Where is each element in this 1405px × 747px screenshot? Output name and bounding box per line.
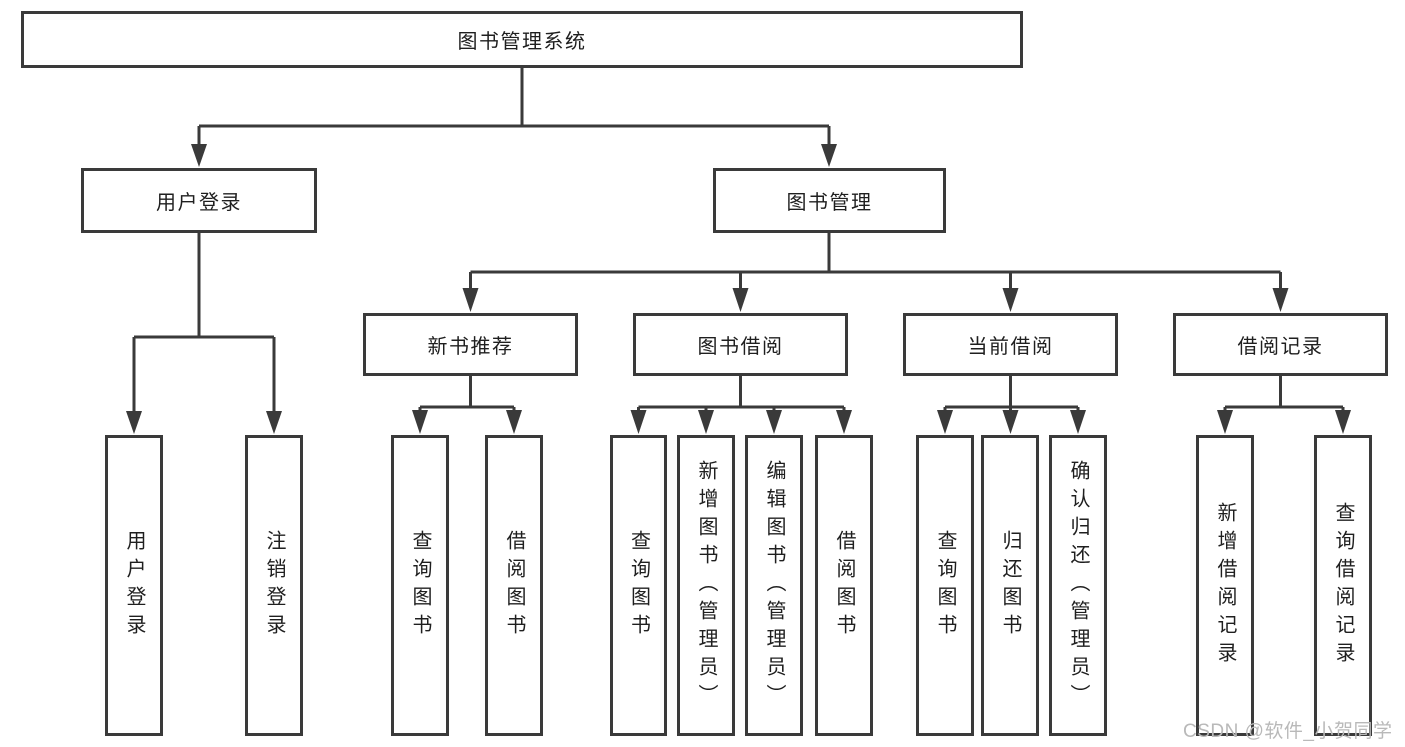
- leaf-user-login: 用户登录: [105, 435, 163, 736]
- leaf-return-books: 归还图书: [981, 435, 1039, 736]
- connector-borrow-records-to-leaves: [1217, 376, 1351, 434]
- connector-book-management-to-level3: [462, 233, 1289, 312]
- leaf-logout-label: 注销登录: [263, 529, 285, 642]
- node-current-borrow-label: 当前借阅: [967, 336, 1054, 358]
- arrowhead: [732, 288, 749, 312]
- arrowhead: [266, 411, 282, 434]
- connector-root-to-level2: [191, 68, 837, 167]
- leaf-query-books-borrow-label: 查询图书: [627, 529, 650, 642]
- leaf-query-books-borrow: 查询图书: [610, 435, 667, 736]
- leaf-borrow-books-recommend: 借阅图书: [485, 435, 543, 736]
- node-user-login-label: 用户登录: [156, 192, 242, 214]
- leaf-add-book-admin-label: 新增图书（管理员）: [695, 459, 717, 712]
- node-user-login: 用户登录: [81, 168, 317, 233]
- arrowhead: [191, 144, 207, 167]
- arrowhead: [1217, 410, 1233, 434]
- node-book-management-label: 图书管理: [786, 192, 873, 214]
- arrowhead: [412, 410, 428, 434]
- leaf-borrow-books-label: 借阅图书: [833, 529, 855, 642]
- leaf-confirm-return-admin-label: 确认归还（管理员）: [1067, 459, 1089, 712]
- leaf-add-borrow-record-label: 新增借阅记录: [1214, 501, 1236, 670]
- leaf-return-books-label: 归还图书: [999, 529, 1021, 642]
- leaf-add-book-admin: 新增图书（管理员）: [677, 435, 735, 736]
- node-borrow-records-label: 借阅记录: [1237, 336, 1324, 358]
- connector-current-borrow-to-leaves: [937, 376, 1086, 434]
- node-root: 图书管理系统: [21, 11, 1023, 68]
- connector-book-borrow-to-leaves: [630, 376, 852, 434]
- connector-new-book-recommend-to-leaves: [412, 376, 522, 434]
- leaf-query-borrow-record-label: 查询借阅记录: [1332, 501, 1354, 670]
- arrowhead: [821, 144, 837, 167]
- leaf-logout: 注销登录: [245, 435, 303, 736]
- leaf-borrow-books-recommend-label: 借阅图书: [503, 529, 525, 642]
- arrowhead: [630, 410, 647, 434]
- node-borrow-records: 借阅记录: [1173, 313, 1388, 376]
- leaf-query-books-recommend-label: 查询图书: [409, 529, 431, 642]
- arrowhead: [506, 410, 522, 434]
- connector-user-login-to-leaves: [126, 233, 282, 434]
- node-root-label: 图书管理系统: [457, 31, 587, 53]
- arrowhead: [1272, 288, 1289, 312]
- arrowhead: [126, 411, 142, 434]
- arrowhead: [766, 410, 782, 434]
- arrowhead: [698, 410, 714, 434]
- node-new-book-recommend: 新书推荐: [363, 313, 578, 376]
- arrowhead: [836, 410, 852, 434]
- csdn-watermark: CSDN @软件_小贺同学: [1183, 721, 1393, 742]
- leaf-query-borrow-record: 查询借阅记录: [1314, 435, 1372, 736]
- arrowhead: [462, 288, 479, 312]
- leaf-query-books-current: 查询图书: [916, 435, 974, 736]
- leaf-edit-book-admin: 编辑图书（管理员）: [745, 435, 803, 736]
- leaf-borrow-books: 借阅图书: [815, 435, 873, 736]
- arrowhead: [1335, 410, 1351, 434]
- leaf-add-borrow-record: 新增借阅记录: [1196, 435, 1254, 736]
- node-book-borrow-label: 图书借阅: [697, 336, 784, 358]
- arrowhead: [937, 410, 953, 434]
- node-new-book-recommend-label: 新书推荐: [427, 336, 514, 358]
- leaf-user-login-label: 用户登录: [123, 529, 145, 642]
- leaf-edit-book-admin-label: 编辑图书（管理员）: [763, 459, 785, 712]
- node-current-borrow: 当前借阅: [903, 313, 1118, 376]
- arrowhead: [1070, 410, 1086, 434]
- leaf-query-books-current-label: 查询图书: [934, 529, 956, 642]
- arrowhead: [1002, 288, 1019, 312]
- arrowhead: [1002, 410, 1019, 434]
- node-book-borrow: 图书借阅: [633, 313, 848, 376]
- node-book-management: 图书管理: [713, 168, 946, 233]
- leaf-query-books-recommend: 查询图书: [391, 435, 449, 736]
- leaf-confirm-return-admin: 确认归还（管理员）: [1049, 435, 1107, 736]
